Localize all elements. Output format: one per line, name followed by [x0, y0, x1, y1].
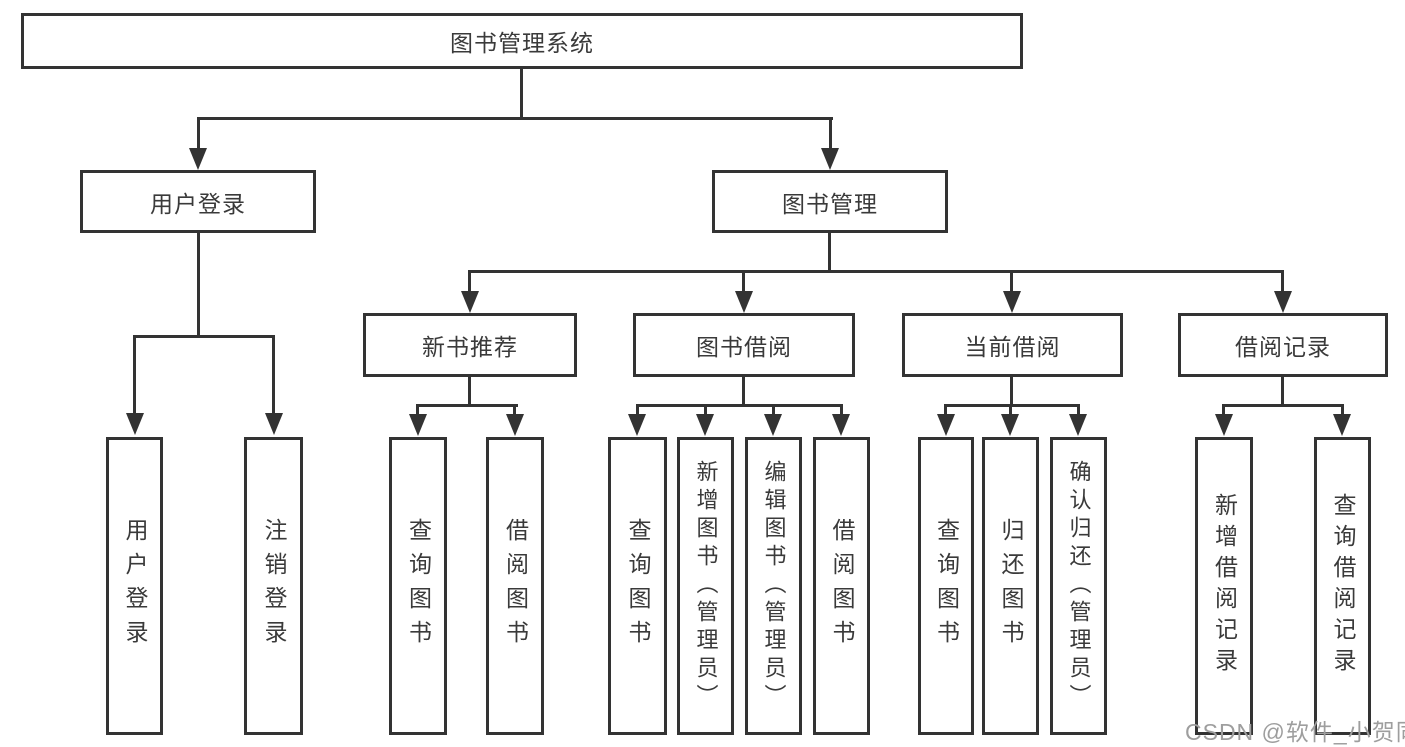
watermark: CSDN @软件_小贺同学 [1185, 719, 1405, 745]
leaf-records-add-record-label: 新增借阅记录 [1211, 493, 1238, 679]
connector-vline [133, 335, 136, 413]
leaf-records-add-record: 新增借阅记录 [1195, 437, 1253, 735]
arrow-down-icon [832, 414, 850, 436]
leaf-records-query-record: 查询借阅记录 [1314, 437, 1371, 735]
connector-hline [944, 404, 1080, 407]
arrow-down-icon [189, 148, 207, 170]
node-new-book-recommendation-label: 新书推荐 [422, 334, 518, 360]
leaf-borrowing-add-book-admin-label: 新增图书（管理员） [693, 460, 719, 712]
leaf-current-return-books-label: 归还图书 [998, 518, 1024, 654]
connector-vline [742, 377, 745, 407]
arrow-down-icon [1001, 414, 1019, 436]
connector-vline [829, 117, 832, 150]
arrow-down-icon [1333, 414, 1351, 436]
connector-vline [468, 377, 471, 407]
connector-vline [1281, 270, 1284, 292]
connector-vline [1077, 404, 1080, 415]
connector-hline [197, 117, 833, 120]
connector-hline [636, 404, 843, 407]
connector-vline [742, 270, 745, 292]
connector-vline [468, 270, 471, 292]
leaf-borrowing-query-books-label: 查询图书 [625, 518, 651, 654]
node-borrowing-records-label: 借阅记录 [1235, 334, 1331, 360]
node-library-management-system: 图书管理系统 [21, 13, 1023, 69]
leaf-recommend-query-books-label: 查询图书 [405, 518, 432, 654]
leaf-borrowing-edit-book-admin-label: 编辑图书（管理员） [761, 460, 787, 712]
connector-vline [1222, 404, 1225, 415]
connector-hline [1222, 404, 1344, 407]
connector-vline [1010, 377, 1013, 407]
leaf-user-login: 用户登录 [106, 437, 163, 735]
leaf-current-confirm-return-admin-label: 确认归还（管理员） [1066, 460, 1092, 712]
arrow-down-icon [764, 414, 782, 436]
connector-vline [1281, 377, 1284, 407]
leaf-recommend-borrow-books: 借阅图书 [486, 437, 544, 735]
arrow-down-icon [126, 413, 144, 435]
connector-vline [828, 233, 831, 273]
leaf-current-query-books: 查询图书 [918, 437, 974, 735]
connector-hline [416, 404, 518, 407]
arrow-down-icon [1003, 291, 1021, 313]
leaf-records-query-record-label: 查询借阅记录 [1330, 493, 1356, 679]
arrow-down-icon [1274, 291, 1292, 313]
connector-vline [416, 404, 419, 415]
connector-vline [944, 404, 947, 415]
connector-vline [1010, 270, 1013, 292]
leaf-user-login-label: 用户登录 [122, 518, 148, 654]
connector-hline [468, 270, 1284, 273]
arrow-down-icon [506, 414, 524, 436]
connector-vline [1009, 404, 1012, 415]
node-book-borrowing: 图书借阅 [633, 313, 855, 377]
connector-vline [197, 233, 200, 337]
arrow-down-icon [735, 291, 753, 313]
connector-vline [704, 404, 707, 415]
arrow-down-icon [628, 414, 646, 436]
node-current-borrowing: 当前借阅 [902, 313, 1123, 377]
arrow-down-icon [696, 414, 714, 436]
node-current-borrowing-label: 当前借阅 [964, 334, 1061, 360]
connector-vline [513, 404, 516, 415]
connector-vline [772, 404, 775, 415]
leaf-borrowing-borrow-books-label: 借阅图书 [829, 518, 855, 654]
arrow-down-icon [265, 413, 283, 435]
connector-vline [520, 69, 523, 118]
node-library-management-system-label: 图书管理系统 [450, 30, 594, 56]
arrow-down-icon [821, 148, 839, 170]
connector-vline [272, 335, 275, 413]
node-book-management: 图书管理 [712, 170, 948, 233]
leaf-borrowing-edit-book-admin: 编辑图书（管理员） [745, 437, 802, 735]
leaf-borrowing-add-book-admin: 新增图书（管理员） [677, 437, 734, 735]
connector-hline [133, 335, 275, 338]
leaf-current-confirm-return-admin: 确认归还（管理员） [1050, 437, 1107, 735]
leaf-current-return-books: 归还图书 [982, 437, 1039, 735]
node-book-management-label: 图书管理 [782, 190, 878, 217]
leaf-logout-label: 注销登录 [261, 518, 287, 654]
arrow-down-icon [937, 414, 955, 436]
connector-vline [197, 117, 200, 150]
node-new-book-recommendation: 新书推荐 [363, 313, 577, 377]
connector-vline [636, 404, 639, 415]
node-borrowing-records: 借阅记录 [1178, 313, 1388, 377]
node-book-borrowing-label: 图书借阅 [696, 334, 792, 360]
connector-vline [840, 404, 843, 415]
arrow-down-icon [461, 291, 479, 313]
leaf-recommend-query-books: 查询图书 [389, 437, 447, 735]
node-user-login: 用户登录 [80, 170, 316, 233]
connector-vline [1341, 404, 1344, 415]
arrow-down-icon [409, 414, 427, 436]
leaf-current-query-books-label: 查询图书 [933, 518, 960, 654]
leaf-recommend-borrow-books-label: 借阅图书 [502, 518, 529, 654]
arrow-down-icon [1069, 414, 1087, 436]
leaf-borrowing-query-books: 查询图书 [608, 437, 667, 735]
leaf-logout: 注销登录 [244, 437, 303, 735]
node-user-login-label: 用户登录 [150, 190, 246, 217]
arrow-down-icon [1215, 414, 1233, 436]
leaf-borrowing-borrow-books: 借阅图书 [813, 437, 870, 735]
